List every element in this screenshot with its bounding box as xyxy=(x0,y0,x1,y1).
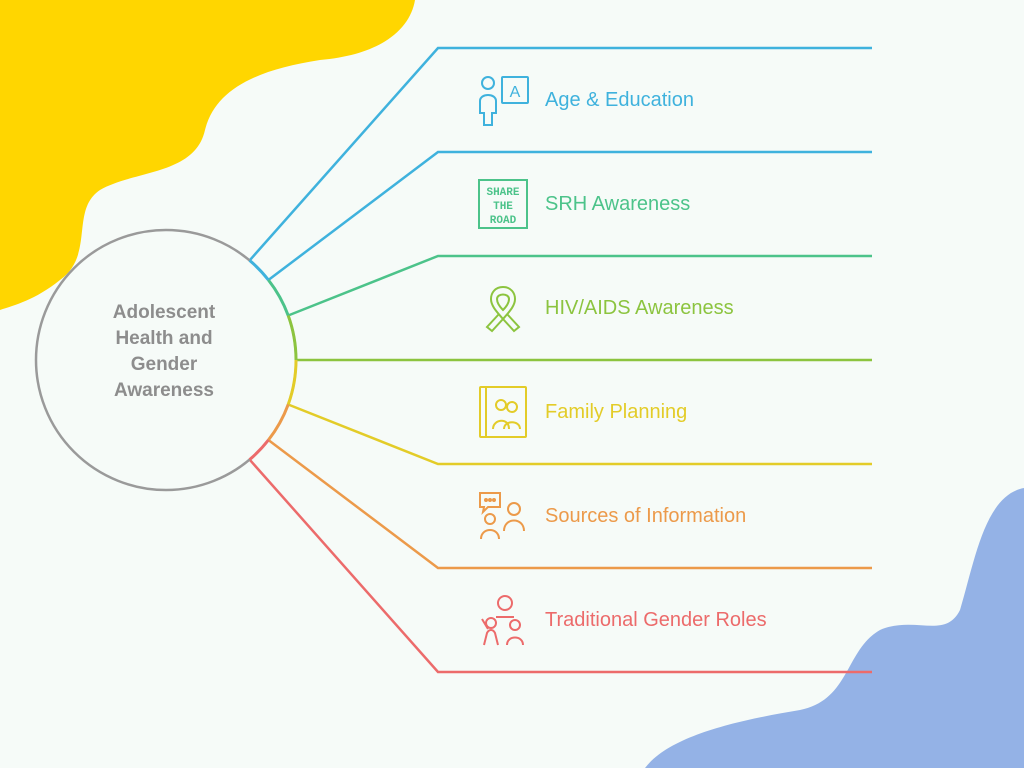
awareness-ribbon-graphic xyxy=(485,286,521,333)
family-group-icon xyxy=(474,591,532,649)
branch-lines xyxy=(248,46,872,674)
branch-connector-line xyxy=(248,46,872,262)
center-title-line: Awareness xyxy=(114,380,214,401)
people-talking-icon xyxy=(474,487,532,545)
blue-blob xyxy=(645,488,1024,768)
family-photo-icon xyxy=(474,383,532,441)
share-the-road-sign-icon: SHARE THE ROAD xyxy=(474,175,532,233)
center-title-line: Adolescent xyxy=(112,302,216,323)
circle-arc-segment xyxy=(248,439,270,461)
awareness-ribbon-icon xyxy=(474,279,532,337)
circle-arc-segment xyxy=(248,259,270,281)
circle-arc-segment xyxy=(286,314,298,361)
circle-arc-segment xyxy=(267,279,290,317)
circle-arc-segment xyxy=(286,359,298,406)
branch-label-hiv-aids-awareness: HIV/AIDS Awareness xyxy=(545,297,734,319)
icon-letter: A xyxy=(510,84,521,101)
center-title: Adolescent Health and Gender Awareness xyxy=(64,300,264,404)
people-talking-graphic xyxy=(479,492,525,540)
sign-text: SHARE xyxy=(486,187,519,199)
branch-label-sources-of-information: Sources of Information xyxy=(545,505,747,527)
yellow-blob xyxy=(0,0,415,310)
branch-connector-line xyxy=(287,403,872,466)
branch-connector-line xyxy=(267,439,872,570)
center-title-line: Health and xyxy=(115,328,213,349)
branch-label-age-education: Age & Education xyxy=(545,89,694,111)
sign-text: ROAD xyxy=(490,215,517,227)
branch-label-family-planning: Family Planning xyxy=(545,401,688,423)
share-the-road-sign-graphic: SHARE THE ROAD xyxy=(478,179,528,229)
circle-arc-segment xyxy=(267,403,290,441)
branch-connector-line xyxy=(267,150,872,281)
center-title-line: Gender xyxy=(130,354,198,375)
branch-connector-line xyxy=(248,458,872,674)
branch-label-traditional-gender-roles: Traditional Gender Roles xyxy=(545,609,767,631)
branch-connector-line xyxy=(287,254,872,317)
person-board-icon-graphic: A xyxy=(479,76,529,126)
family-group-graphic xyxy=(481,595,524,646)
sign-text: THE xyxy=(493,201,513,213)
person-board-icon: A xyxy=(474,71,532,129)
family-photo-graphic xyxy=(479,386,527,438)
branch-label-srh-awareness: SRH Awareness xyxy=(545,193,691,215)
